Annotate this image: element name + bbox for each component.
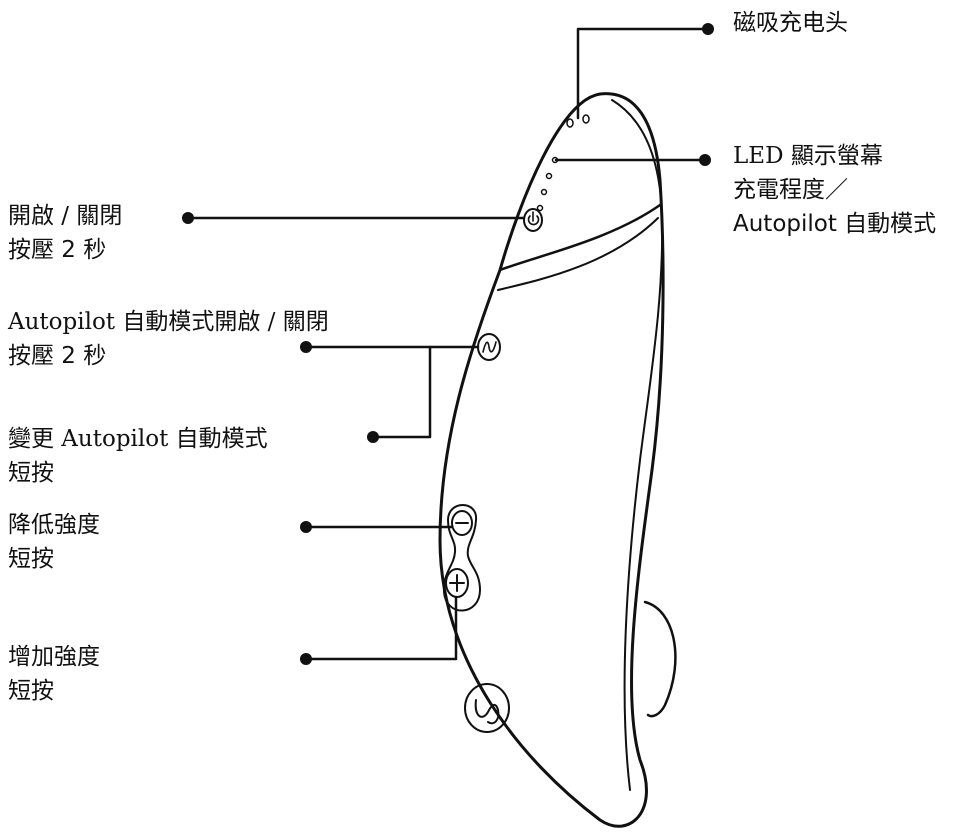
dot-led <box>699 154 711 166</box>
device-body-outline <box>438 92 665 828</box>
label-led-line3: Autopilot 自動模式 <box>733 211 937 237</box>
label-power-line1: 開啟 / 關閉 <box>8 203 123 229</box>
suction-head <box>643 600 677 718</box>
label-decrease-line2: 短按 <box>8 546 54 572</box>
led-dot-2 <box>545 172 553 180</box>
label-autopilot-toggle: Autopilot 自動模式開啟 / 關閉 按壓 2 秒 <box>8 305 329 373</box>
label-decrease-intensity: 降低強度 短按 <box>8 508 100 576</box>
dot-decrease <box>300 521 312 533</box>
label-increase-line2: 短按 <box>8 678 54 704</box>
head-seam-lower <box>497 217 659 291</box>
dot-charger <box>702 23 714 35</box>
label-led-display: LED 顯示螢幕 充電程度／ Autopilot 自動模式 <box>733 139 936 241</box>
dot-power <box>182 212 194 224</box>
label-autopilot-change-line2: 短按 <box>8 460 54 486</box>
brand-logo-icon <box>474 699 500 725</box>
label-charger-line1: 磁吸充电头 <box>733 10 848 36</box>
label-autopilot-change-line1: 變更 Autopilot 自動模式 <box>8 426 268 452</box>
plus-icon <box>449 574 465 592</box>
device-inner-contour <box>611 99 664 791</box>
label-decrease-line1: 降低強度 <box>8 512 100 538</box>
leader-increase <box>304 595 458 661</box>
label-autopilot-toggle-line2: 按壓 2 秒 <box>8 343 107 369</box>
decrease-button[interactable] <box>451 510 473 536</box>
label-led-line2: 充電程度／ <box>733 177 848 203</box>
label-autopilot-change: 變更 Autopilot 自動模式 短按 <box>8 422 268 490</box>
leader-autopilot-change <box>371 345 432 439</box>
power-icon <box>527 211 540 226</box>
intensity-keypad-outline <box>442 504 481 612</box>
leader-charger <box>576 27 710 120</box>
led-dot-4 <box>536 204 544 212</box>
dot-increase <box>300 653 312 665</box>
dot-autopilot-toggle <box>300 341 312 353</box>
dot-autopilot-change <box>367 431 379 443</box>
label-power: 開啟 / 關閉 按壓 2 秒 <box>8 199 122 267</box>
charger-pin-right <box>582 114 590 124</box>
led-dot-3 <box>540 188 548 196</box>
power-button[interactable] <box>523 208 543 232</box>
charger-pin-left <box>566 118 574 128</box>
label-led-line1: LED 顯示螢幕 <box>733 143 883 169</box>
label-increase-intensity: 增加強度 短按 <box>8 640 100 708</box>
wave-icon <box>482 341 497 353</box>
head-seam-upper <box>498 203 662 272</box>
label-autopilot-toggle-line1: Autopilot 自動模式開啟 / 關閉 <box>8 309 329 335</box>
label-charger: 磁吸充电头 <box>733 6 848 40</box>
brand-logo-ring <box>464 683 510 733</box>
label-power-line2: 按壓 2 秒 <box>8 237 107 263</box>
label-increase-line1: 增加強度 <box>8 644 100 670</box>
